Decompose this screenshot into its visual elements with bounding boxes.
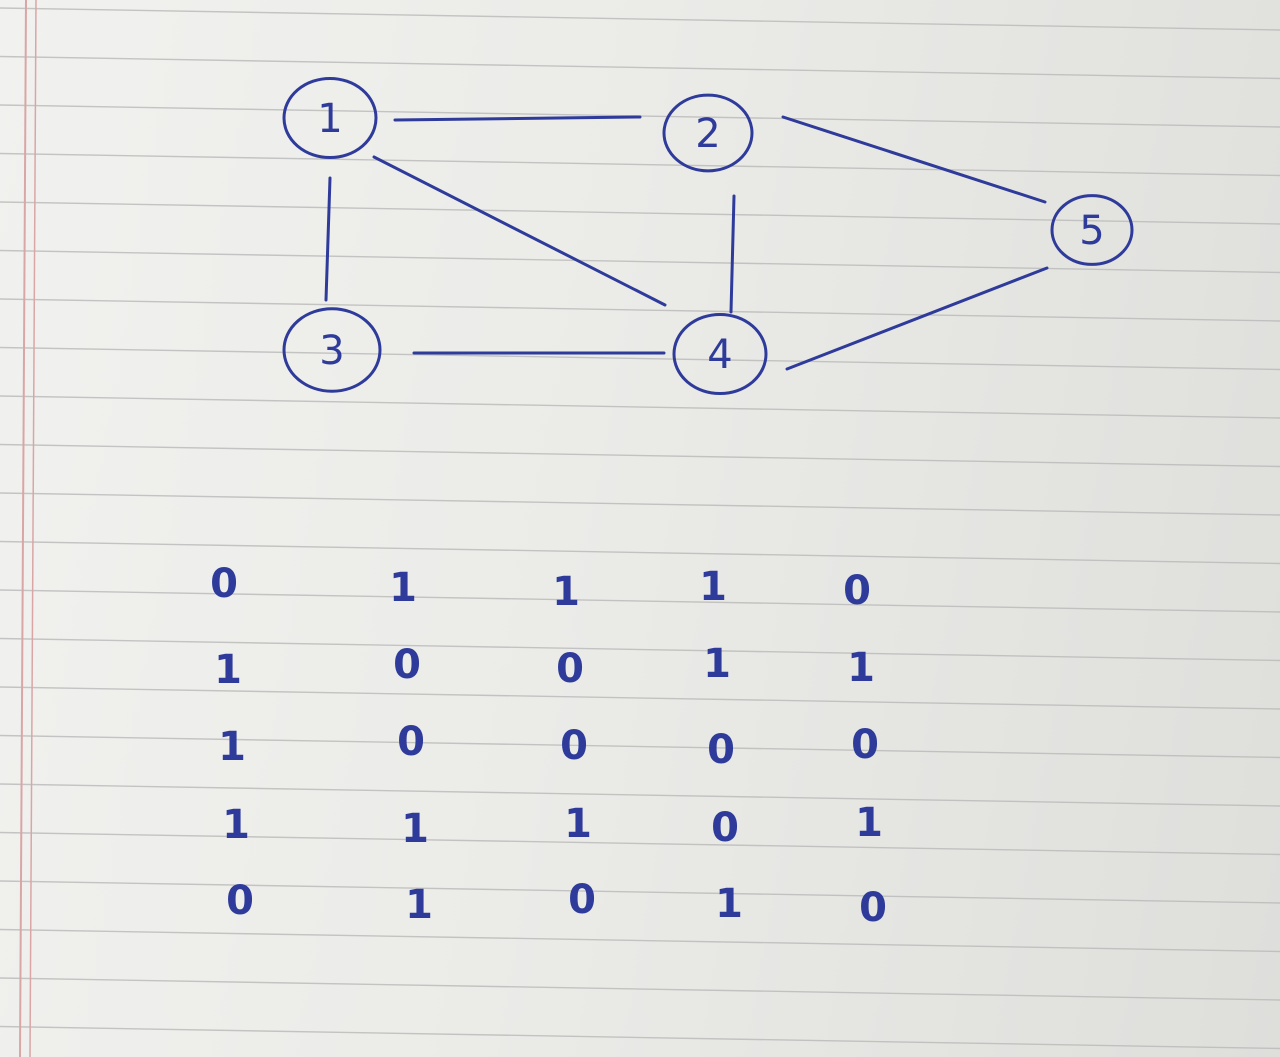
matrix-cell: 1	[703, 641, 731, 687]
matrix-cell: 0	[568, 877, 596, 923]
matrix-cell: 0	[556, 646, 584, 692]
rule-line	[0, 637, 1280, 662]
matrix-cell: 1	[564, 801, 592, 847]
matrix-row-2: 1 0 0 1 1	[214, 641, 875, 693]
matrix-cell: 1	[405, 882, 433, 928]
rule-line	[0, 686, 1280, 710]
rule-line	[0, 55, 1280, 80]
edge-2-4	[729, 194, 736, 314]
rule-line	[0, 298, 1280, 322]
edge-1-3	[324, 176, 332, 302]
node-label: 5	[1079, 208, 1104, 254]
rule-line	[0, 783, 1280, 807]
node-label: 4	[707, 332, 732, 378]
ruled-lines	[0, 7, 1280, 1050]
edge-1-4	[372, 155, 667, 307]
node-label: 3	[319, 328, 344, 374]
rule-line	[0, 201, 1280, 225]
node-circle	[282, 76, 378, 160]
matrix-row-1: 0 1 1 1 0	[210, 561, 871, 615]
matrix-cell: 1	[401, 806, 429, 852]
matrix-cell: 1	[855, 800, 883, 846]
adjacency-matrix: 0 1 1 1 0 1 0 0 1 1 1 0 0 0 0 1 1 1 0 1 0 1 0 1 0	[210, 561, 887, 931]
edge-2-5	[781, 115, 1047, 204]
graph-nodes: 1 2 3 4 5	[282, 76, 1134, 396]
matrix-cell: 1	[847, 645, 875, 691]
matrix-cell: 0	[393, 642, 421, 688]
node-circle	[1050, 194, 1134, 266]
node-circle	[282, 307, 382, 393]
matrix-cell: 0	[859, 885, 887, 931]
matrix-cell: 0	[851, 722, 879, 768]
matrix-cell: 1	[222, 802, 250, 848]
rule-line	[0, 540, 1280, 565]
matrix-row-5: 0 1 0 1 0	[226, 877, 887, 931]
rule-line	[0, 589, 1280, 613]
matrix-cell: 1	[699, 564, 727, 610]
node-2: 2	[662, 93, 754, 173]
rule-line	[0, 492, 1280, 516]
matrix-cell: 0	[843, 568, 871, 614]
rule-line	[0, 7, 1280, 31]
matrix-cell: 0	[210, 561, 238, 607]
matrix-cell: 0	[226, 878, 254, 924]
rule-line	[0, 928, 1280, 953]
node-3: 3	[282, 307, 382, 393]
node-label: 1	[317, 96, 342, 142]
matrix-cell: 1	[214, 647, 242, 693]
node-5: 5	[1050, 194, 1134, 266]
edge-4-5	[785, 266, 1049, 371]
edge-1-2	[393, 115, 642, 122]
matrix-cell: 1	[218, 724, 246, 770]
rule-line	[0, 880, 1280, 904]
rule-line	[0, 831, 1280, 856]
matrix-row-3: 1 0 0 0 0	[218, 719, 879, 773]
matrix-cell: 0	[397, 719, 425, 765]
rule-line	[0, 249, 1280, 274]
rule-line	[0, 977, 1280, 1001]
node-1: 1	[282, 76, 378, 160]
matrix-cell: 0	[711, 805, 739, 851]
matrix-cell: 0	[560, 723, 588, 769]
rule-line	[0, 734, 1280, 759]
rule-line	[0, 152, 1280, 177]
graph-edges	[324, 115, 1049, 371]
matrix-row-4: 1 1 1 0 1	[222, 800, 883, 852]
matrix-cell: 1	[552, 569, 580, 615]
matrix-cell: 0	[707, 727, 735, 773]
node-circle	[672, 312, 768, 396]
node-label: 2	[695, 111, 720, 157]
rule-line	[0, 395, 1280, 419]
rule-line	[0, 443, 1280, 468]
margin-lines	[19, 0, 37, 1057]
node-circle	[662, 93, 754, 173]
matrix-cell: 1	[715, 881, 743, 927]
rule-line	[0, 1025, 1280, 1050]
rule-line	[0, 346, 1280, 371]
matrix-cell: 1	[389, 565, 417, 611]
node-4: 4	[672, 312, 768, 396]
